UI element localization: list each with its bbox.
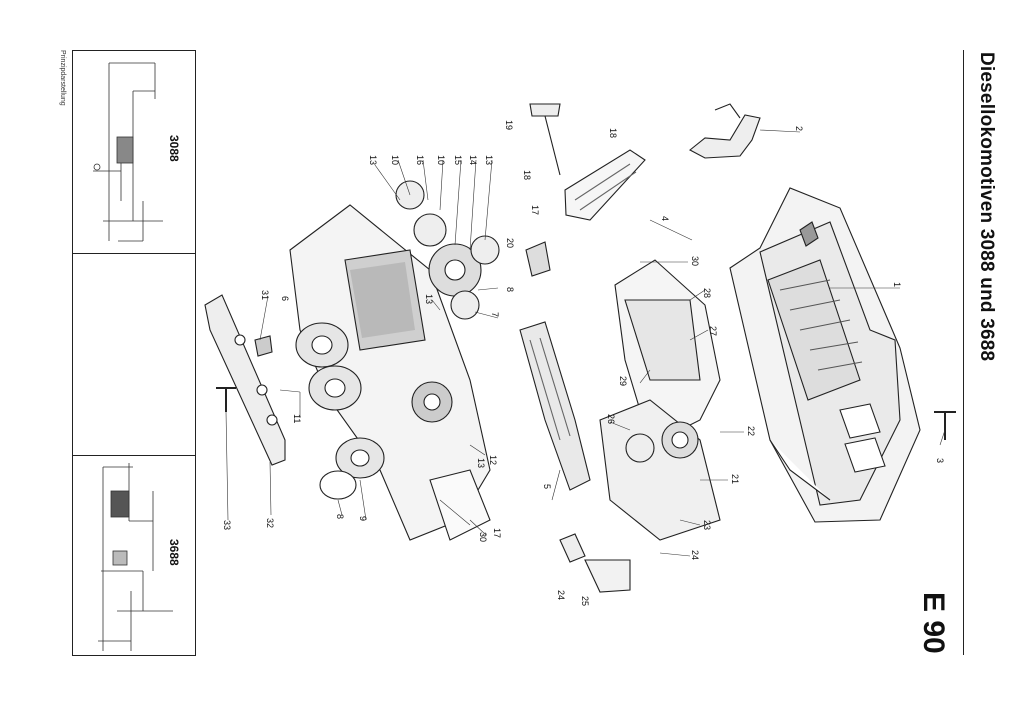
part-24-25 [559, 533, 631, 593]
callout-33: 33 [222, 520, 232, 531]
callout-23: 23 [702, 520, 712, 531]
callout-31: 31 [260, 290, 270, 301]
callout-24b: 24 [556, 590, 566, 601]
wiring-schematic-panel: 3088 3688 [72, 50, 196, 656]
callout-13c: 13 [424, 294, 434, 305]
callout-22: 22 [746, 426, 756, 437]
callout-17: 17 [530, 205, 540, 216]
callout-2: 2 [794, 126, 804, 132]
callout-24: 24 [690, 550, 700, 561]
callout-26: 26 [606, 414, 616, 425]
callout-13: 13 [368, 155, 378, 166]
callout-30b: 30 [478, 532, 488, 543]
part-17-pilot [564, 149, 646, 221]
callout-8b: 8 [335, 514, 345, 520]
callout-9: 9 [358, 516, 368, 522]
callout-4: 4 [660, 216, 670, 222]
callout-10: 10 [390, 155, 400, 166]
callout-7: 7 [490, 312, 500, 318]
motor-frame-assembly [289, 180, 500, 541]
part-5-gear-block [519, 321, 591, 491]
callout-12: 12 [488, 455, 498, 466]
callout-1: 1 [892, 282, 902, 288]
callout-15: 15 [453, 155, 463, 166]
callout-13d: 13 [476, 458, 486, 469]
callout-20: 20 [505, 238, 515, 249]
wiring-diagrams [93, 62, 173, 651]
chassis-frame [599, 259, 721, 541]
callout-10b: 10 [436, 155, 446, 166]
part-19-coupler [529, 103, 561, 176]
callout-18: 18 [608, 128, 618, 139]
callout-13b: 13 [484, 155, 494, 166]
part-3-screw [934, 411, 956, 440]
part-2-handrail [689, 103, 761, 159]
callout-16: 16 [415, 155, 425, 166]
callout-8: 8 [505, 287, 515, 293]
callout-6: 6 [280, 296, 290, 302]
wiring-diagram-3088 [93, 62, 163, 242]
wiring-diagram-3688 [98, 463, 173, 651]
schematic-divider [73, 253, 195, 254]
callout-25: 25 [580, 596, 590, 607]
callout-28: 28 [702, 288, 712, 299]
callout-18b: 18 [522, 170, 532, 181]
part-20 [525, 241, 551, 277]
callout-14: 14 [468, 155, 478, 166]
callout-17b: 17 [492, 528, 502, 539]
callout-30: 30 [690, 256, 700, 267]
loco-housing [729, 187, 921, 523]
schematic-divider [73, 455, 195, 456]
callout-19: 19 [504, 120, 514, 131]
title-rule [963, 50, 964, 655]
callout-11: 11 [292, 414, 302, 424]
callout-5: 5 [542, 484, 552, 490]
callout-29: 29 [618, 376, 628, 387]
part-33-screw [216, 387, 236, 412]
callout-21: 21 [730, 474, 740, 485]
callout-32: 32 [265, 518, 275, 529]
callout-27: 27 [708, 326, 718, 337]
callout-3: 3 [935, 458, 945, 464]
leader-lines [225, 129, 946, 557]
part-32-truck-frame [204, 294, 286, 466]
